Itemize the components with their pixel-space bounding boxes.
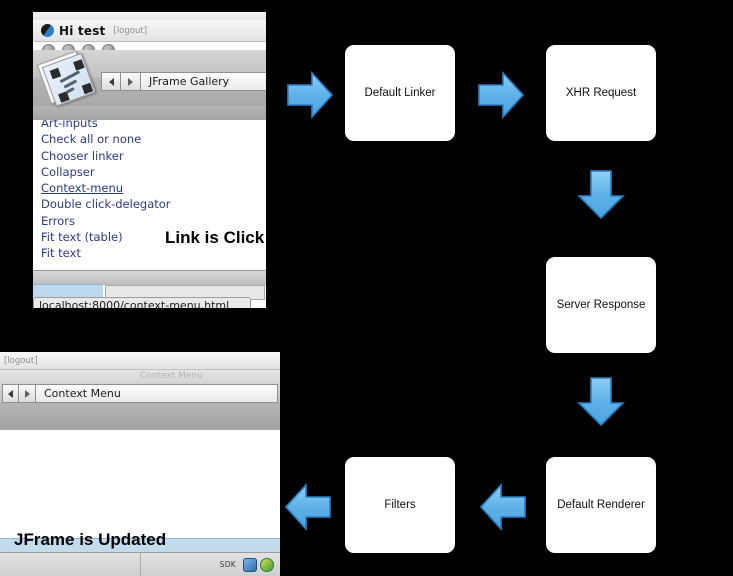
list-item[interactable]: Art-inputs: [41, 120, 98, 130]
nav-back-button[interactable]: [101, 72, 121, 91]
site-header-2: [logout]: [0, 352, 280, 370]
list-item[interactable]: Chooser linker: [41, 148, 124, 163]
browser-navbar-2[interactable]: Context Menu: [2, 384, 278, 403]
list-item[interactable]: Check all or none: [41, 132, 142, 147]
list-item-context-menu[interactable]: Context-menu: [41, 181, 124, 196]
page-content: Art-inputs Check all or none Chooser lin…: [33, 120, 266, 270]
demo-link-list[interactable]: Art-inputs Check all or none Chooser lin…: [41, 120, 171, 262]
photo-corner-br: [81, 82, 94, 95]
list-item[interactable]: Collapser: [41, 164, 95, 179]
list-item[interactable]: Fit text: [41, 246, 81, 261]
flow-box-xhr-request[interactable]: XHR Request: [546, 45, 656, 141]
flow-box-label: Server Response: [556, 299, 646, 311]
arrow-into-linker: [287, 71, 333, 119]
progress-strip: [33, 284, 103, 298]
flow-box-label: XHR Request: [565, 87, 637, 99]
link-is-click-annotation: Link is Click: [165, 228, 265, 247]
triangle-left-icon: [8, 389, 13, 398]
arrow-out-of-filters: [285, 483, 331, 531]
photo-stroke-3: [65, 87, 75, 94]
greeting-text: Hi test: [59, 23, 106, 38]
logout-link-2[interactable]: [logout]: [4, 355, 38, 366]
flow-box-label: Filters: [384, 499, 416, 511]
blue-app-icon[interactable]: [243, 557, 257, 572]
list-item[interactable]: Errors: [41, 213, 76, 228]
triangle-right-icon: [24, 389, 30, 398]
green-app-icon[interactable]: [260, 557, 274, 572]
flow-box-default-renderer[interactable]: Default Renderer: [546, 457, 656, 553]
site-header: Hi test [logout]: [33, 20, 266, 42]
nav-forward-button-2[interactable]: [19, 384, 36, 403]
flow-box-filters[interactable]: Filters: [345, 457, 455, 553]
flow-box-default-linker[interactable]: Default Linker: [345, 45, 455, 141]
jframe-gallery-window: Hi test [logout] JFrame Gall: [33, 12, 266, 308]
sdk-label: SDK: [219, 560, 236, 569]
flow-box-label: Default Linker: [364, 87, 436, 99]
site-logo-icon: [41, 24, 54, 37]
taskbar-separator: [140, 553, 141, 576]
browser-toolbar-lower-2: [0, 403, 280, 431]
page-title-field[interactable]: JFrame Gallery: [141, 72, 266, 91]
updated-banner-strip: [0, 538, 280, 553]
jframe-updated-banner: JFrame is Updated: [14, 530, 167, 549]
list-item[interactable]: Double click-delegator: [41, 197, 171, 212]
arrow-server-to-renderer: [577, 377, 625, 427]
logout-link[interactable]: [logout]: [113, 25, 148, 36]
arrow-renderer-to-filters: [480, 483, 526, 531]
photo-corner-tr: [73, 59, 85, 71]
nav-back-button-2[interactable]: [2, 384, 19, 403]
page-title-field-2[interactable]: Context Menu: [36, 384, 278, 403]
arrow-linker-to-xhr: [478, 71, 524, 119]
nav-forward-button[interactable]: [121, 72, 141, 91]
status-url-tooltip: localhost:8000/context-menu.html: [33, 297, 251, 308]
browser-toolbar-lower: [33, 106, 266, 121]
list-item[interactable]: Fit text (table): [41, 230, 123, 245]
flow-box-server-response[interactable]: Server Response: [546, 257, 656, 353]
browser-navbar[interactable]: JFrame Gallery: [101, 72, 266, 91]
browser-footer: [33, 270, 266, 285]
ghost-page-title: Context Menu: [140, 371, 203, 381]
triangle-left-icon: [108, 77, 114, 86]
system-taskbar[interactable]: SDK: [0, 552, 280, 576]
photo-corner-tl: [49, 67, 62, 80]
context-menu-window: [logout] Context Menu Context Menu I sho…: [0, 352, 280, 576]
triangle-right-icon: [128, 77, 133, 86]
arrow-xhr-to-server: [577, 170, 625, 220]
flow-box-label: Default Renderer: [557, 499, 645, 511]
